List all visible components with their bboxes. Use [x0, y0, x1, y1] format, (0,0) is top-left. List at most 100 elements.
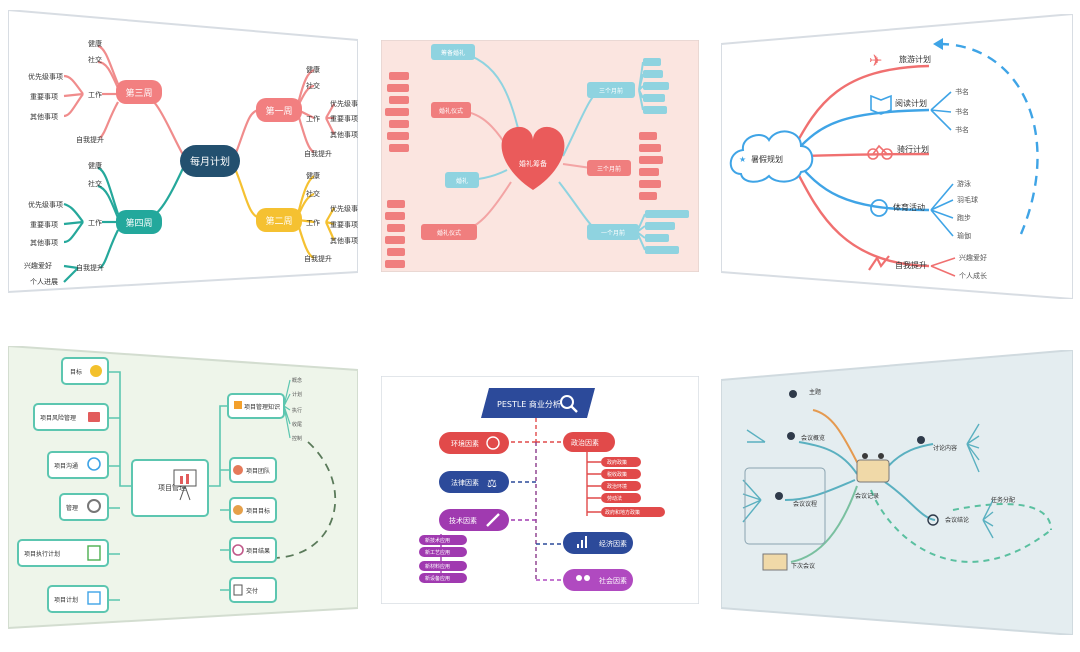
left-nodes[interactable]: 目标 项目风险管理 项目沟通 管理 项目执行计划 项目计划: [17, 357, 109, 613]
svg-text:政府政策: 政府政策: [607, 459, 627, 466]
node-week2[interactable]: 第二周: [256, 208, 302, 232]
svg-text:自我提升: 自我提升: [895, 260, 927, 270]
center-label: 每月计划: [190, 155, 230, 168]
node-policy[interactable]: 政治因素: [563, 432, 615, 452]
node-self-improve[interactable]: 自我提升: [868, 255, 927, 271]
svg-text:新工艺应用: 新工艺应用: [425, 549, 450, 556]
svg-text:会议记录: 会议记录: [855, 492, 879, 500]
svg-text:概念: 概念: [292, 377, 302, 384]
center-heart-node[interactable]: 婚礼筹备: [501, 126, 565, 190]
node-social[interactable]: 社会因素: [563, 569, 633, 591]
svg-text:体育活动: 体育活动: [893, 202, 925, 212]
card-frame: [721, 14, 1073, 299]
right-nodes[interactable]: 项目管理知识 项目团队 项目目标 项目结果 交付: [227, 393, 285, 603]
svg-text:优先级事项: 优先级事项: [330, 204, 358, 213]
svg-text:阅读计划: 阅读计划: [895, 98, 927, 108]
book-icon: [870, 94, 892, 115]
svg-text:任务分配: 任务分配: [991, 496, 1015, 504]
svg-text:婚礼仪式: 婚礼仪式: [437, 229, 461, 237]
node-sports[interactable]: 体育活动: [870, 199, 925, 217]
globe-icon: [233, 505, 243, 515]
svg-text:劳动法: 劳动法: [607, 495, 622, 502]
node-left[interactable]: 婚礼仪式: [431, 102, 471, 118]
node-econ[interactable]: 经济因素: [563, 532, 633, 554]
svg-text:税收政策: 税收政策: [607, 471, 627, 478]
connector-lines: [63, 44, 336, 283]
project-canvas: 项目管理 目标 项目风险管理 项目沟通 管理 项目执行计划 项目计划 项目管理知…: [8, 346, 358, 630]
edit-icon: [87, 591, 101, 605]
svg-text:目标: 目标: [70, 368, 82, 376]
center-node[interactable]: 会议记录: [855, 453, 890, 500]
connector-lines: [108, 371, 337, 601]
person-icon: [787, 432, 795, 440]
pie-icon: [232, 544, 244, 556]
node-mid-left[interactable]: 婚礼: [445, 172, 479, 188]
node-right-bottom[interactable]: 一个月前: [587, 224, 639, 240]
svg-text:其他事项: 其他事项: [30, 112, 58, 121]
svg-text:健康: 健康: [88, 161, 102, 170]
svg-text:书名: 书名: [955, 87, 969, 96]
gear-icon: [87, 499, 101, 513]
ball-icon: [870, 199, 888, 217]
svg-text:新材料应用: 新材料应用: [425, 563, 450, 570]
leaf-labels: 概念 计划 执行 收尾 控制: [292, 377, 302, 442]
node-week1[interactable]: 第一周: [256, 98, 302, 122]
mindmap-card-project-management[interactable]: 项目管理 目标 项目风险管理 项目沟通 管理 项目执行计划 项目计划 项目管理知…: [8, 346, 358, 631]
node-env[interactable]: 环境因素: [439, 432, 509, 454]
node-right-mid[interactable]: 三个月前: [587, 160, 631, 176]
svg-text:环境因素: 环境因素: [451, 439, 479, 448]
mindmap-card-wedding[interactable]: 婚礼筹备 筹备婚礼 婚礼仪式 婚礼 婚礼仪式 三个月前 三个月前 一个月前: [381, 40, 699, 272]
mindmap-card-meeting[interactable]: 会议记录 主题 会议概览 会议议程 讨论内容 会议结论 下次会议 任务分配: [721, 350, 1073, 635]
svg-text:项目管理知识: 项目管理知识: [244, 403, 280, 411]
cloud-center-node[interactable]: ★ 暑假规划: [729, 130, 814, 183]
node-tech[interactable]: 技术因素: [439, 509, 509, 531]
node-bottom-left[interactable]: 婚礼仪式: [421, 224, 477, 240]
clock-icon: [927, 514, 939, 526]
people-icon: [576, 575, 582, 581]
svg-text:社交: 社交: [88, 55, 102, 64]
svg-text:羽毛球: 羽毛球: [957, 195, 978, 204]
svg-text:书名: 书名: [955, 107, 969, 116]
svg-text:兴趣爱好: 兴趣爱好: [959, 253, 987, 262]
node-travel[interactable]: ✈ 旅游计划: [869, 51, 931, 70]
node-top-left[interactable]: 筹备婚礼: [431, 44, 475, 60]
group-frame: [744, 467, 826, 545]
node-law[interactable]: 法律因素 ⚖: [439, 471, 509, 493]
svg-text:政治环境: 政治环境: [607, 483, 627, 490]
svg-text:婚礼仪式: 婚礼仪式: [439, 107, 463, 115]
person-icon: [789, 390, 797, 398]
meeting-canvas: 会议记录 主题 会议概览 会议议程 讨论内容 会议结论 下次会议 任务分配: [721, 350, 1073, 635]
svg-text:新设备应用: 新设备应用: [425, 575, 450, 582]
svg-text:重要事项: 重要事项: [330, 220, 358, 229]
desk-icon: [762, 553, 788, 571]
svg-text:讨论内容: 讨论内容: [933, 444, 957, 452]
node-week4[interactable]: 第四周: [116, 210, 162, 234]
node-week3[interactable]: 第三周: [116, 80, 162, 104]
mindmap-card-summer-plan[interactable]: ★ 暑假规划 ✈ 旅游计划 阅读计划 骑行计划 体育活动 自我提升 书名 书名 …: [721, 14, 1073, 299]
svg-text:管理: 管理: [66, 504, 78, 512]
node-right-top[interactable]: 三个月前: [587, 82, 635, 98]
summer-plan-canvas: ★ 暑假规划 ✈ 旅游计划 阅读计划 骑行计划 体育活动 自我提升 书名 书名 …: [721, 14, 1073, 299]
branch-labels: 主题 会议概览 会议议程 讨论内容 会议结论 下次会议 任务分配: [762, 388, 1015, 571]
bar-chart-icon: [577, 536, 587, 548]
mindmap-card-monthly-plan[interactable]: 每月计划 第三周 第四周 第一周 第二周 健康 社交 工作 自我提升 优先级事项…: [8, 10, 358, 295]
scales-icon: ⚖: [487, 477, 497, 490]
lock-icon: [88, 412, 100, 422]
title-banner[interactable]: PESTLE 商业分析: [481, 388, 595, 418]
svg-text:暑假规划: 暑假规划: [751, 154, 783, 164]
svg-text:旅游计划: 旅游计划: [899, 54, 931, 64]
svg-text:法律因素: 法律因素: [451, 478, 479, 487]
center-node[interactable]: 每月计划: [180, 145, 240, 177]
globe-icon: [486, 436, 500, 450]
center-node[interactable]: 项目管理: [131, 459, 209, 517]
node-reading[interactable]: 阅读计划: [870, 94, 927, 115]
node-riding[interactable]: 骑行计划: [867, 144, 929, 160]
svg-text:兴趣爱好: 兴趣爱好: [24, 261, 52, 270]
svg-text:工作: 工作: [306, 218, 320, 227]
mindmap-card-pestle[interactable]: PESTLE 商业分析 环境因素 法律因素 ⚖ 技术因素 政治因素 经济因素: [381, 376, 699, 604]
svg-text:执行: 执行: [292, 407, 302, 414]
svg-text:自我提升: 自我提升: [304, 149, 332, 158]
pestle-canvas: PESTLE 商业分析 环境因素 法律因素 ⚖ 技术因素 政治因素 经济因素: [381, 376, 699, 604]
svg-text:计划: 计划: [292, 391, 302, 398]
svg-text:主题: 主题: [809, 388, 821, 396]
